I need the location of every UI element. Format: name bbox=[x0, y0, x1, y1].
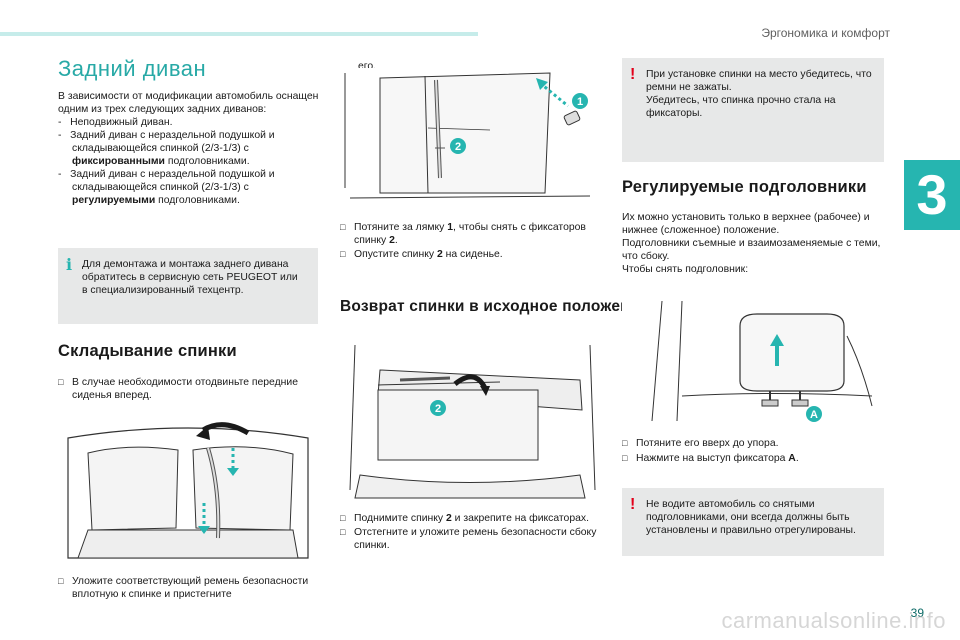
top-accent-bar bbox=[0, 32, 478, 36]
list-item: - Задний диван с неразде­льной подушкой … bbox=[58, 169, 275, 206]
warning-text: Не водите автомобиль со снятыми подголов… bbox=[646, 499, 856, 536]
return-section-title: Возврат спинки в исходное положение bbox=[340, 298, 649, 315]
callout-2: 2 bbox=[435, 403, 441, 415]
sofa-type-list: - Неподвижный диван. - Задний диван с не… bbox=[58, 116, 320, 207]
fold-step-2: □ Уложите соответствующий ремень безопас… bbox=[58, 576, 309, 600]
return-step-2: □ Отстегните и уложите ремень безопаснос… bbox=[340, 527, 597, 551]
release-step-1: □ Потяните за лямку 1, чтобы снять с фик… bbox=[340, 222, 586, 246]
watermark: carmanualsonline.info bbox=[721, 608, 946, 633]
section-header: Эргономика и комфорт bbox=[761, 26, 890, 40]
headrest-illustration: A bbox=[622, 296, 884, 426]
warning-box-backrest: ! При установке спинки на место убедитес… bbox=[622, 58, 884, 162]
return-step-1: □ Поднимите спинку 2 и закрепите на фикс… bbox=[340, 513, 589, 524]
bullet-icon: □ bbox=[58, 377, 64, 387]
headrest-step-2: □ Нажмите на выступ фиксатора A. bbox=[622, 453, 799, 464]
headrest-paragraph: Подголовники съемные и взаимозаменяемые … bbox=[622, 238, 881, 262]
warning-box-headrest: ! Не водите автомобиль со снятыми подгол… bbox=[622, 488, 884, 556]
fold-section-title: Складывание спинки bbox=[58, 342, 237, 360]
continued-text: его. bbox=[358, 61, 377, 72]
bullet-icon: □ bbox=[58, 576, 64, 586]
bullet-icon: □ bbox=[622, 438, 628, 448]
page-number: 39 bbox=[910, 606, 924, 620]
bullet-icon: □ bbox=[340, 249, 346, 259]
info-icon: i bbox=[66, 255, 73, 274]
intro-paragraph: В зависимости от модификации автомобиль … bbox=[58, 91, 319, 115]
warning-text-2: Убедитесь, что спинка прочно стала на фи… bbox=[646, 95, 836, 119]
page-title: Задний диван bbox=[58, 56, 207, 81]
callout-1: 1 bbox=[577, 96, 583, 108]
headrest-paragraph: Чтобы снять подголовник: bbox=[622, 264, 749, 275]
warning-text-1: При установке спинки на место убедитесь,… bbox=[646, 69, 872, 93]
list-item: - Задний диван с неразде­льной подушкой … bbox=[58, 130, 275, 167]
bullet-icon: □ bbox=[340, 222, 346, 232]
release-illustration: 1 2 bbox=[340, 68, 602, 208]
headrest-step-1: □ Потяните его вверх до упора. bbox=[622, 438, 779, 449]
warning-icon: ! bbox=[630, 66, 636, 83]
list-item: - Неподвижный диван. bbox=[58, 117, 173, 128]
release-step-2: □ Опустите спинку 2 на сиденье. bbox=[340, 249, 503, 260]
headrest-paragraph: Их можно установить только в верхнее (ра… bbox=[622, 212, 870, 236]
headrest-section-title: Регулируемые подголовники bbox=[622, 178, 867, 196]
info-text: Для демонтажа и монтажа заднего дивана о… bbox=[82, 259, 298, 296]
fold-step-1: □ В случае необходимости отодвиньте пере… bbox=[58, 377, 298, 401]
callout-a: A bbox=[810, 409, 818, 421]
callout-2: 2 bbox=[455, 141, 461, 153]
info-box: i Для демонтажа и монтажа заднего дивана… bbox=[58, 248, 318, 324]
bullet-icon: □ bbox=[622, 453, 628, 463]
bullet-icon: □ bbox=[340, 527, 346, 537]
fold-illustration bbox=[58, 418, 320, 568]
return-illustration: 2 bbox=[340, 340, 602, 500]
bullet-icon: □ bbox=[340, 513, 346, 523]
chapter-tab: 3 bbox=[904, 160, 960, 230]
headrest-description: Их можно установить только в верхнее (ра… bbox=[622, 211, 884, 276]
warning-icon: ! bbox=[630, 496, 636, 513]
